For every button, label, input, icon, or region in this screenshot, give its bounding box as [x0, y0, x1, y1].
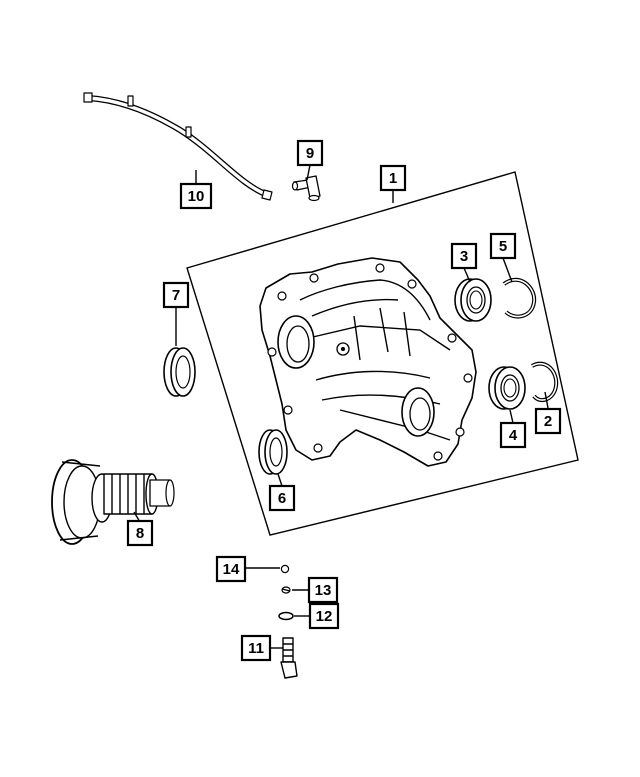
svg-text:11: 11: [248, 640, 264, 657]
svg-text:2: 2: [544, 413, 552, 430]
svg-text:9: 9: [306, 145, 314, 162]
callout-6: 6: [268, 484, 296, 512]
output-shaft-drawing: [51, 459, 175, 545]
callout-13: 13: [307, 576, 339, 604]
svg-text:14: 14: [223, 561, 240, 578]
svg-text:12: 12: [316, 608, 333, 625]
callout-5: 5: [489, 232, 517, 260]
svg-text:1: 1: [389, 170, 397, 187]
vent-fitting-drawing: [291, 175, 321, 202]
bearing-4-drawing: [488, 366, 526, 410]
callout-1: 1: [379, 164, 407, 192]
callout-10: 10: [179, 182, 213, 210]
svg-text:10: 10: [188, 188, 205, 205]
svg-text:13: 13: [315, 582, 332, 599]
seal-6-drawing: [258, 429, 288, 475]
callout-7: 7: [162, 281, 190, 309]
callout-11: 11: [240, 634, 272, 662]
svg-text:5: 5: [499, 238, 507, 255]
transfer-case-housing-drawing: [259, 257, 477, 467]
housing-group-frame: [186, 171, 579, 536]
callout-2: 2: [534, 407, 562, 435]
svg-text:8: 8: [136, 525, 144, 542]
o-ring-12-drawing: [278, 611, 294, 621]
spring-13-drawing: [281, 586, 291, 594]
callout-9: 9: [296, 139, 324, 167]
svg-text:6: 6: [278, 490, 286, 507]
svg-text:4: 4: [509, 427, 518, 444]
callout-12: 12: [308, 602, 340, 630]
vent-tube-drawing: [83, 92, 273, 201]
callout-3: 3: [450, 242, 478, 270]
svg-text:7: 7: [172, 287, 180, 304]
plug-11-drawing: [280, 637, 298, 679]
callout-8: 8: [126, 519, 154, 547]
leader-lines: [133, 164, 549, 649]
callout-4: 4: [499, 421, 527, 449]
seal-7-drawing: [163, 347, 196, 397]
svg-text:3: 3: [460, 248, 468, 265]
bearing-3-drawing: [454, 278, 492, 322]
callout-14: 14: [215, 555, 247, 583]
ball-14-drawing: [280, 564, 290, 574]
